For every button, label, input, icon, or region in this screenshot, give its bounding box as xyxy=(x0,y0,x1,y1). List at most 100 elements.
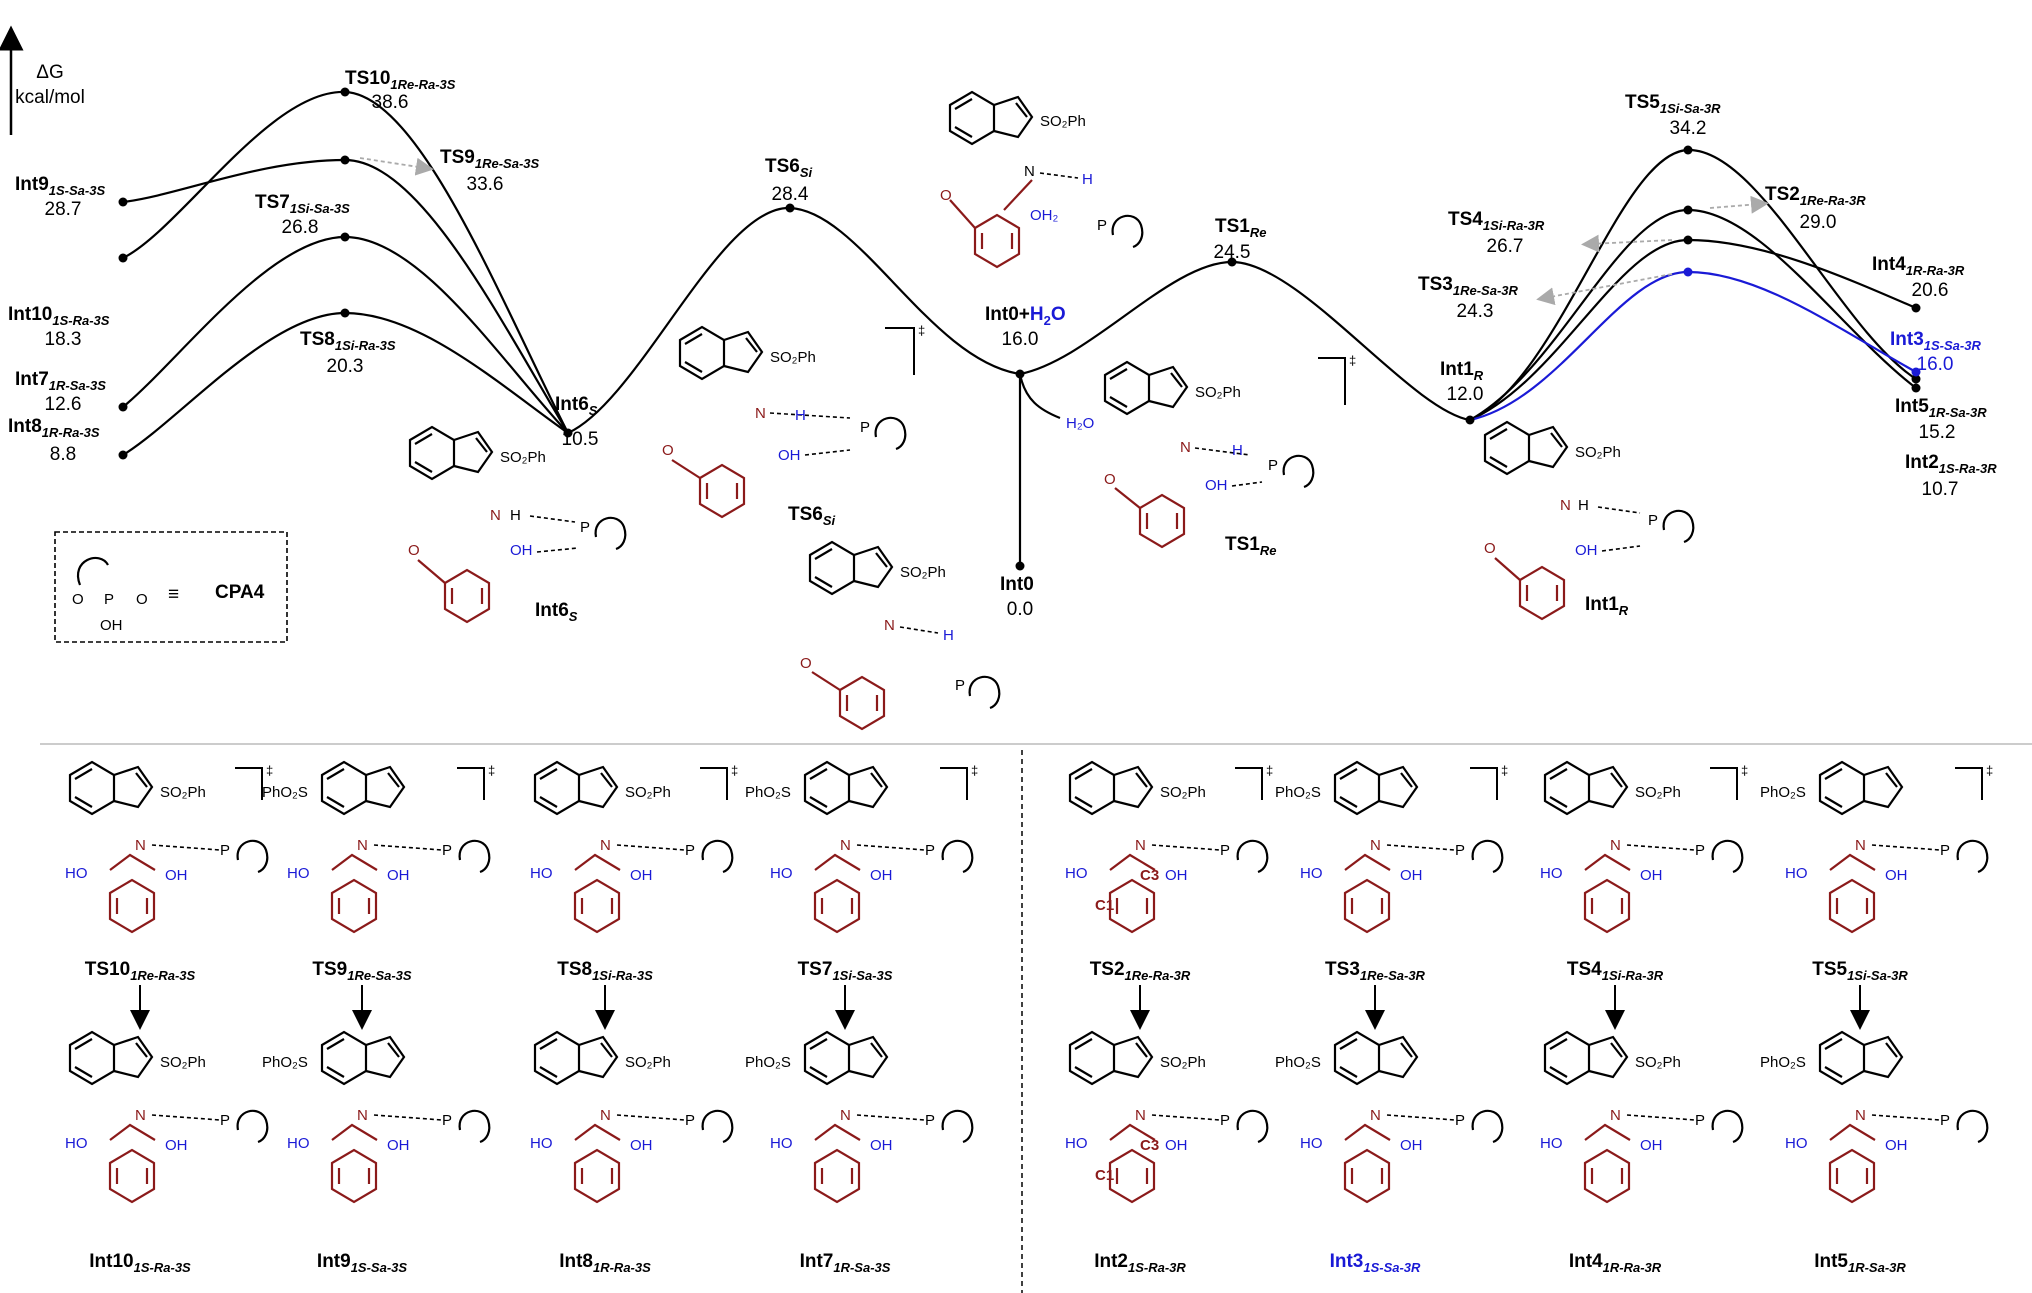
svg-text:HO: HO xyxy=(770,1135,793,1152)
caption-int-0: Int101S-Ra-3S xyxy=(89,1251,191,1275)
value-int9: 28.7 xyxy=(45,199,82,220)
svg-text:SO₂Ph: SO₂Ph xyxy=(1040,113,1086,130)
axis-label-dg: ΔG xyxy=(36,62,63,83)
curve-ts6 xyxy=(567,206,1021,434)
label-int3: Int31S-Sa-3R xyxy=(1890,329,1981,353)
label-ts5: TS51Si-Sa-3R xyxy=(1625,92,1721,116)
caption-int1: Int1R xyxy=(1585,594,1629,618)
svg-text:SO₂Ph: SO₂Ph xyxy=(1635,1054,1681,1071)
svg-text:P: P xyxy=(580,519,590,536)
value-ts4: 26.7 xyxy=(1487,236,1524,257)
label-int0: Int0 xyxy=(1000,574,1034,595)
svg-text:OH: OH xyxy=(870,1137,893,1154)
caption-int-4: Int21S-Ra-3R xyxy=(1094,1251,1186,1275)
svg-text:OH: OH xyxy=(1400,1137,1423,1154)
svg-text:HO: HO xyxy=(530,865,553,882)
value-ts7: 26.8 xyxy=(282,217,319,238)
cpa-legend: O P O OH ≡ CPA4 xyxy=(54,531,288,643)
svg-text:HO: HO xyxy=(1540,1135,1563,1152)
profile-labels: TS101Re-Ra-3S38.6TS91Re-Sa-3S33.6Int91S-… xyxy=(8,68,1997,620)
c3-label: C3 xyxy=(1140,867,1159,884)
svg-text:P: P xyxy=(220,842,230,859)
svg-text:OH: OH xyxy=(870,867,893,884)
svg-text:‡: ‡ xyxy=(918,323,925,338)
curve-ts4 xyxy=(1469,238,1917,422)
caption-ts-1: TS91Re-Sa-3S xyxy=(312,959,411,983)
svg-text:OH: OH xyxy=(510,542,533,559)
dagger-ts1: ‡ xyxy=(1318,353,1356,405)
ts-dagger: ‡ xyxy=(1470,763,1508,800)
svg-text:H: H xyxy=(943,627,954,644)
svg-text:O: O xyxy=(136,591,148,608)
svg-text:H: H xyxy=(795,407,806,424)
label-int7: Int71R-Sa-3S xyxy=(15,369,106,393)
curve-ts9 xyxy=(122,158,569,434)
ts-dagger: ‡ xyxy=(1235,763,1273,800)
svg-text:‡: ‡ xyxy=(731,763,738,778)
svg-text:N: N xyxy=(1855,837,1866,854)
svg-text:OH: OH xyxy=(387,1137,410,1154)
svg-text:OH: OH xyxy=(165,1137,188,1154)
svg-text:‡: ‡ xyxy=(971,763,978,778)
svg-text:SO₂Ph: SO₂Ph xyxy=(625,1054,671,1071)
value-int0-h2o: 16.0 xyxy=(1002,329,1039,350)
svg-text:‡: ‡ xyxy=(1986,763,1993,778)
svg-text:O: O xyxy=(800,655,812,672)
value-int0: 0.0 xyxy=(1007,599,1033,620)
value-ts1: 24.5 xyxy=(1214,242,1251,263)
svg-text:P: P xyxy=(685,842,695,859)
structure-ts-water: SO₂Ph N H O OH₂ P xyxy=(940,90,1144,269)
svg-text:OH: OH xyxy=(1165,1137,1188,1154)
svg-text:N: N xyxy=(600,1107,611,1124)
caption-ts-2: TS81Si-Ra-3S xyxy=(557,959,653,983)
curve-ts5 xyxy=(1469,148,1917,422)
axis-label-unit: kcal/mol xyxy=(15,87,85,108)
structure-int1: SO₂Ph N H P OH O xyxy=(1483,420,1695,621)
svg-text:P: P xyxy=(1695,842,1705,859)
svg-text:PhO₂S: PhO₂S xyxy=(745,1054,791,1071)
svg-text:N: N xyxy=(840,1107,851,1124)
caption-ts6: TS6Si xyxy=(788,504,836,528)
svg-text:‡: ‡ xyxy=(1349,353,1356,368)
svg-text:HO: HO xyxy=(287,865,310,882)
value-int10: 18.3 xyxy=(45,329,82,350)
svg-text:P: P xyxy=(925,1112,935,1129)
ts-dagger: ‡ xyxy=(457,763,495,800)
value-int3: 16.0 xyxy=(1917,354,1954,375)
svg-text:N: N xyxy=(357,837,368,854)
curve-ts1 xyxy=(1019,260,1471,422)
curve-ts2 xyxy=(1469,208,1917,421)
value-ts9: 33.6 xyxy=(467,174,504,195)
h2o-leaving xyxy=(1018,373,1061,420)
svg-text:HO: HO xyxy=(1785,865,1808,882)
caption-int-2: Int81R-Ra-3S xyxy=(559,1251,651,1275)
value-ts5: 34.2 xyxy=(1670,118,1707,139)
svg-text:N: N xyxy=(600,837,611,854)
label-int0-h2o: Int0+H2O xyxy=(985,304,1066,328)
svg-text:OH: OH xyxy=(1165,867,1188,884)
svg-text:OH: OH xyxy=(1640,1137,1663,1154)
value-int6: 10.5 xyxy=(562,429,599,450)
svg-text:N: N xyxy=(1370,837,1381,854)
svg-text:N: N xyxy=(1370,1107,1381,1124)
svg-text:N: N xyxy=(490,507,501,524)
c3-label: C3 xyxy=(1140,1137,1159,1154)
svg-text:P: P xyxy=(1220,1112,1230,1129)
label-ts6: TS6Si xyxy=(765,156,813,180)
mini-structure: PhO₂S N P OH HO xyxy=(745,1030,974,1204)
svg-text:‡: ‡ xyxy=(488,763,495,778)
svg-text:O: O xyxy=(662,442,674,459)
svg-text:SO₂Ph: SO₂Ph xyxy=(1575,444,1621,461)
svg-text:OH: OH xyxy=(1885,1137,1908,1154)
svg-text:PhO₂S: PhO₂S xyxy=(1760,784,1806,801)
svg-text:‡: ‡ xyxy=(1501,763,1508,778)
svg-text:N: N xyxy=(1610,837,1621,854)
svg-text:PhO₂S: PhO₂S xyxy=(262,1054,308,1071)
svg-text:SO₂Ph: SO₂Ph xyxy=(500,449,546,466)
label-ts7: TS71Si-Sa-3S xyxy=(255,192,350,216)
label-int6: Int6S xyxy=(555,394,598,418)
